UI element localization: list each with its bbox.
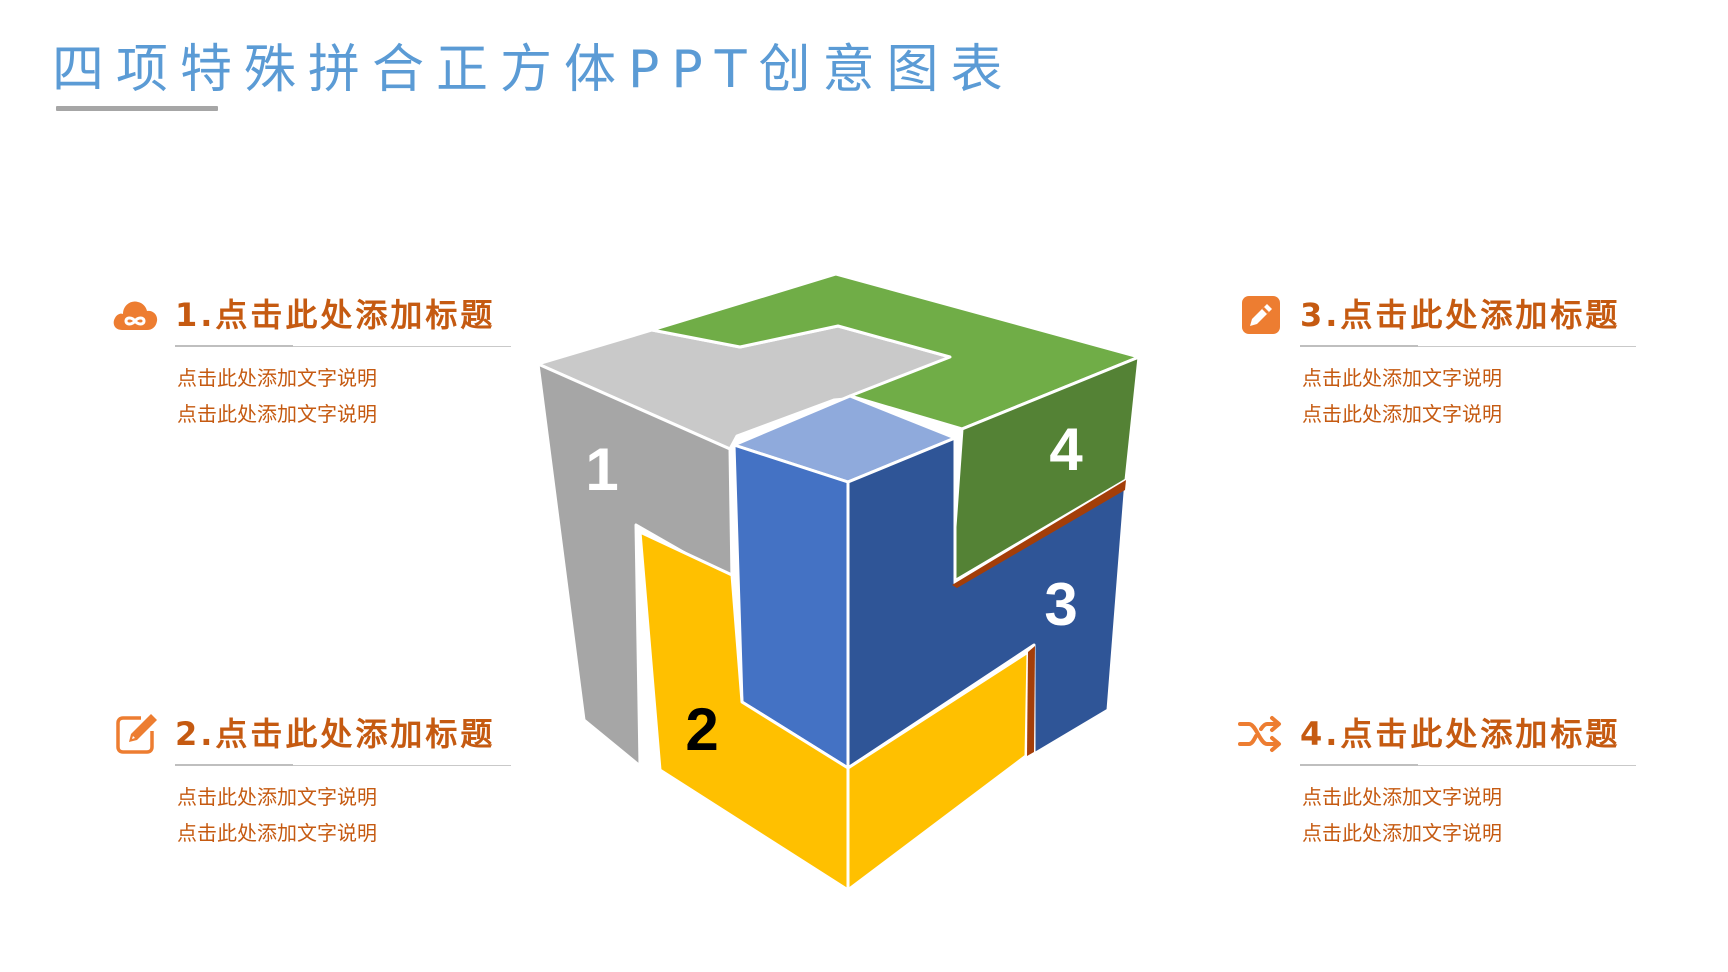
item-4: 4.点击此处添加标题 点击此处添加文字说明 点击此处添加文字说明 bbox=[1236, 709, 1636, 869]
item-2: 2.点击此处添加标题 点击此处添加文字说明 点击此处添加文字说明 bbox=[111, 709, 511, 869]
item-1-description[interactable]: 点击此处添加文字说明 点击此处添加文字说明 bbox=[177, 360, 377, 432]
piece-3-label: 3 bbox=[1044, 571, 1077, 638]
page-title: 四项特殊拼合正方体PPT创意图表 bbox=[52, 40, 1015, 100]
item-1-divider bbox=[175, 346, 511, 347]
item-2-title[interactable]: 2.点击此处添加标题 bbox=[175, 715, 496, 753]
joint-shadow-green bbox=[952, 480, 1126, 588]
joint-shadow-yellow bbox=[1027, 646, 1035, 756]
item-4-desc-line-2: 点击此处添加文字说明 bbox=[1302, 821, 1502, 845]
item-2-description[interactable]: 点击此处添加文字说明 点击此处添加文字说明 bbox=[177, 779, 377, 851]
item-4-title[interactable]: 4.点击此处添加标题 bbox=[1300, 715, 1621, 753]
item-2-desc-line-1: 点击此处添加文字说明 bbox=[177, 785, 377, 809]
item-3: 3.点击此处添加标题 点击此处添加文字说明 点击此处添加文字说明 bbox=[1236, 290, 1636, 450]
item-3-divider bbox=[1300, 346, 1636, 347]
item-4-desc-line-1: 点击此处添加文字说明 bbox=[1302, 785, 1502, 809]
item-1-desc-line-2: 点击此处添加文字说明 bbox=[177, 402, 377, 426]
item-3-title[interactable]: 3.点击此处添加标题 bbox=[1300, 296, 1621, 334]
piece-4-label: 4 bbox=[1049, 416, 1083, 483]
item-4-divider bbox=[1300, 765, 1636, 766]
item-2-divider bbox=[175, 765, 511, 766]
piece-2-front bbox=[846, 650, 1030, 892]
shuffle-icon bbox=[1238, 716, 1281, 752]
title-underline bbox=[56, 106, 218, 111]
edit-square-icon bbox=[116, 714, 157, 754]
piece-2-label: 2 bbox=[685, 696, 718, 763]
item-1-divider-accent bbox=[175, 345, 293, 347]
piece-1-label: 1 bbox=[585, 436, 618, 503]
item-3-divider-accent bbox=[1300, 345, 1418, 347]
cloud-infinity-icon bbox=[113, 301, 158, 330]
item-4-divider-accent bbox=[1300, 764, 1418, 766]
item-2-divider-accent bbox=[175, 764, 293, 766]
item-2-desc-line-2: 点击此处添加文字说明 bbox=[177, 821, 377, 845]
item-1-title[interactable]: 1.点击此处添加标题 bbox=[175, 296, 496, 334]
item-4-description[interactable]: 点击此处添加文字说明 点击此处添加文字说明 bbox=[1302, 779, 1502, 851]
item-3-desc-line-1: 点击此处添加文字说明 bbox=[1302, 366, 1502, 390]
item-1: 1.点击此处添加标题 点击此处添加文字说明 点击此处添加文字说明 bbox=[111, 290, 511, 450]
piece-1-left-face bbox=[536, 362, 734, 768]
pencil-badge-icon bbox=[1242, 296, 1280, 334]
item-3-description[interactable]: 点击此处添加文字说明 点击此处添加文字说明 bbox=[1302, 360, 1502, 432]
item-1-desc-line-1: 点击此处添加文字说明 bbox=[177, 366, 377, 390]
item-3-desc-line-2: 点击此处添加文字说明 bbox=[1302, 402, 1502, 426]
